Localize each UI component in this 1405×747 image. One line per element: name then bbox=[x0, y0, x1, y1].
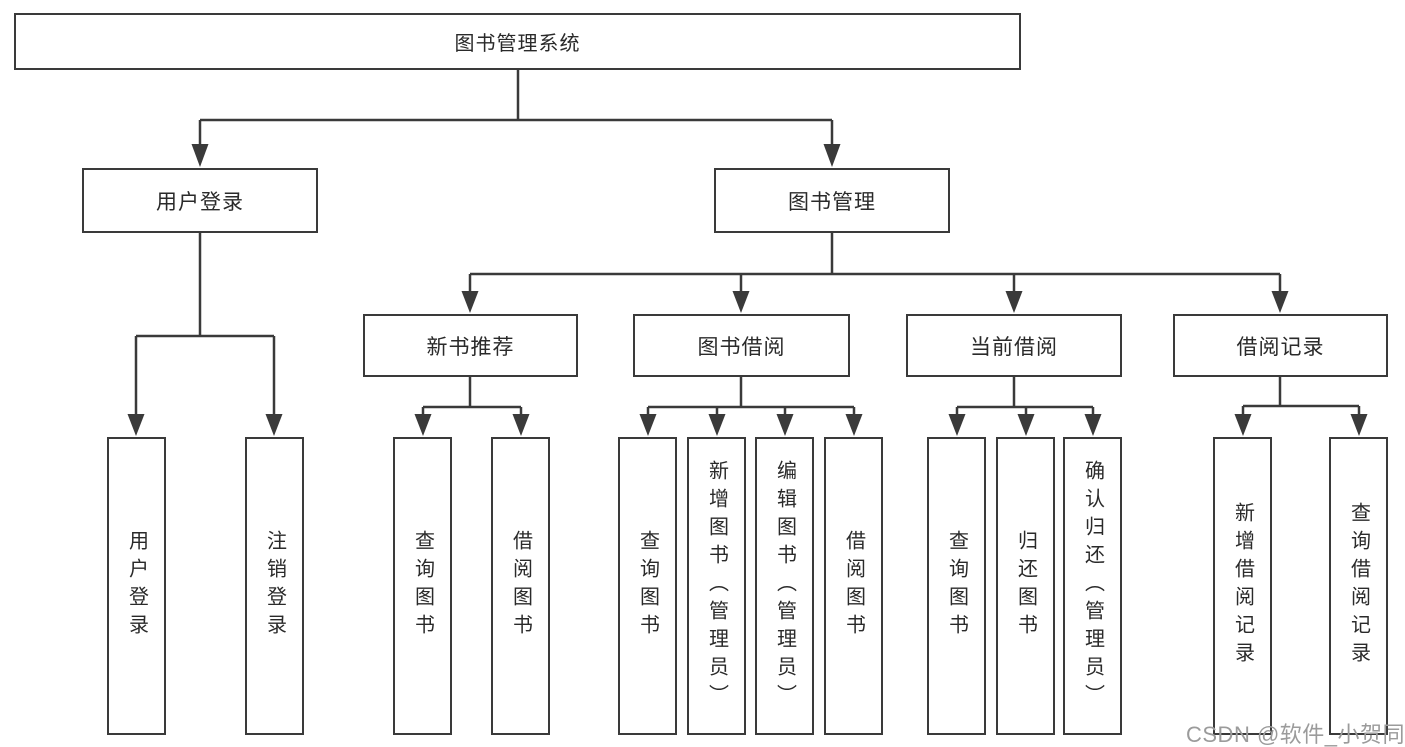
node-confirm-return-admin: 确认归还（管理员） bbox=[1063, 437, 1122, 735]
node-add-books-admin: 新增图书（管理员） bbox=[687, 437, 746, 735]
arrowhead bbox=[823, 144, 841, 167]
arrowhead bbox=[1271, 291, 1289, 313]
arrowhead bbox=[414, 414, 432, 436]
node-current-borrowing: 当前借阅 bbox=[906, 314, 1122, 377]
leaf-label: 新增图书（管理员） bbox=[705, 460, 728, 712]
arrowhead bbox=[732, 291, 750, 313]
node-return-books: 归还图书 bbox=[996, 437, 1055, 735]
arrowhead bbox=[776, 414, 794, 436]
node-borrow-books-recommend: 借阅图书 bbox=[491, 437, 550, 735]
arrowhead bbox=[845, 414, 863, 436]
node-user-login-leaf: 用户登录 bbox=[107, 437, 166, 735]
leaf-label: 借阅图书 bbox=[842, 530, 865, 642]
leaf-label: 归还图书 bbox=[1014, 530, 1037, 642]
leaf-label: 查询图书 bbox=[945, 530, 968, 642]
leaf-label: 用户登录 bbox=[125, 530, 148, 642]
leaf-label: 查询图书 bbox=[636, 530, 659, 642]
node-edit-books-admin: 编辑图书（管理员） bbox=[755, 437, 814, 735]
arrowhead bbox=[1005, 291, 1023, 313]
node-book-borrowing: 图书借阅 bbox=[633, 314, 850, 377]
node-query-borrow-record: 查询借阅记录 bbox=[1329, 437, 1388, 735]
arrowhead bbox=[708, 414, 726, 436]
arrowhead bbox=[461, 291, 479, 313]
leaf-label: 查询图书 bbox=[411, 530, 434, 642]
arrowhead bbox=[1017, 414, 1035, 436]
arrowhead bbox=[265, 414, 283, 436]
arrowhead bbox=[1234, 414, 1252, 436]
arrowhead bbox=[948, 414, 966, 436]
leaf-label: 新增借阅记录 bbox=[1231, 502, 1254, 670]
node-borrowing-records: 借阅记录 bbox=[1173, 314, 1388, 377]
leaf-label: 借阅图书 bbox=[509, 530, 532, 642]
arrowhead bbox=[1084, 414, 1102, 436]
arrowhead bbox=[1350, 414, 1368, 436]
leaf-label: 注销登录 bbox=[263, 530, 286, 642]
arrowhead bbox=[639, 414, 657, 436]
csdn-watermark: CSDN @软件_小贺同学 bbox=[1186, 722, 1405, 747]
node-logout-login: 注销登录 bbox=[245, 437, 304, 735]
arrowhead bbox=[512, 414, 530, 436]
leaf-label: 编辑图书（管理员） bbox=[773, 460, 796, 712]
leaf-label: 确认归还（管理员） bbox=[1081, 460, 1104, 712]
node-query-books-recommend: 查询图书 bbox=[393, 437, 452, 735]
node-borrow-books: 借阅图书 bbox=[824, 437, 883, 735]
arrowhead bbox=[127, 414, 145, 436]
node-library-management-system: 图书管理系统 bbox=[14, 13, 1021, 70]
node-query-books-borrowing: 查询图书 bbox=[618, 437, 677, 735]
node-add-borrow-record: 新增借阅记录 bbox=[1213, 437, 1272, 735]
node-new-book-recommendation: 新书推荐 bbox=[363, 314, 578, 377]
arrowhead bbox=[191, 144, 209, 167]
leaf-label: 查询借阅记录 bbox=[1347, 502, 1370, 670]
node-user-login: 用户登录 bbox=[82, 168, 318, 233]
node-query-books-current: 查询图书 bbox=[927, 437, 986, 735]
node-book-management: 图书管理 bbox=[714, 168, 950, 233]
